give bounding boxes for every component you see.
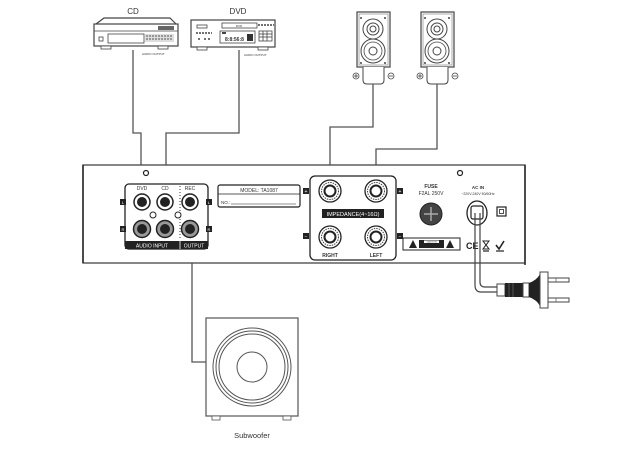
left-speaker	[352, 11, 395, 85]
rca-jack-cd-l[interactable]	[156, 193, 174, 211]
amplifier-back-panel: AUDIO INPUT OUTPUT DVD CD REC L R L R	[82, 164, 526, 265]
power-plug	[496, 271, 570, 309]
terminal-minus-marker-left: −	[305, 234, 308, 240]
left-speaker-cable	[329, 84, 374, 185]
dvd-display: 8:8:56:8	[225, 37, 244, 43]
terminal-right-minus[interactable]	[318, 225, 342, 249]
rca-col-dvd: DVD	[137, 186, 148, 192]
dvd-label: DVD	[230, 7, 247, 16]
impedance-label: IMPEDANCE(4~16Ω)	[327, 212, 380, 218]
rca-marker-r-right: R	[208, 227, 211, 232]
dvd-audio-output-label: AUDIO OUTPUT	[244, 53, 267, 57]
dvd-tray-label: DVD	[236, 24, 243, 28]
cd-label: CD	[127, 7, 139, 16]
check-mark-icon	[495, 240, 505, 252]
cd-cable	[132, 50, 142, 190]
weee-icon	[482, 240, 490, 252]
cd-audio-output-label: AUDIO OUTPUT	[142, 52, 165, 56]
subwoofer: Subwoofer	[205, 317, 299, 440]
ground-screw	[142, 169, 150, 177]
fuse-rating: F2AL 250V	[419, 191, 444, 197]
dvd-player: DVD DVD 8:8:56:8 AUDIO OUTPUT	[190, 7, 276, 57]
terminal-right-plus[interactable]	[318, 179, 342, 203]
fuse-holder[interactable]	[419, 202, 443, 226]
rca-jack-rec-l[interactable]	[181, 193, 199, 211]
speaker-terminals: + − + − IMPEDANCE(4~16Ω) RIGHT LEFT	[303, 175, 403, 261]
dvd-cable	[165, 50, 240, 190]
ac-power-socket[interactable]	[466, 200, 488, 226]
channel-right-label: RIGHT	[322, 253, 338, 259]
ground-screw	[456, 169, 464, 177]
model-plate: MODEL: TA1087 NO.:	[217, 184, 301, 208]
serial-number-label: NO.:	[221, 200, 230, 205]
ac-in-rating: ~220V-240V 50/60Hz	[461, 192, 495, 196]
model-number: MODEL: TA1087	[240, 188, 278, 194]
caution-label: CAUTION	[402, 237, 461, 251]
rca-jack-dvd-r[interactable]	[132, 219, 152, 239]
audio-input-label: AUDIO INPUT	[136, 244, 168, 250]
rca-col-rec: REC	[185, 186, 196, 192]
caution-text: CAUTION	[427, 241, 437, 244]
rca-jack-output-r[interactable]	[180, 219, 200, 239]
cables	[132, 50, 438, 363]
fuse: FUSE F2AL 250V	[419, 184, 444, 226]
rca-marker-l-right: L	[208, 200, 211, 205]
terminal-left-minus[interactable]	[364, 225, 388, 249]
rca-jack-dvd-l[interactable]	[133, 193, 151, 211]
terminal-plus-marker-right: +	[399, 189, 402, 195]
output-label: OUTPUT	[184, 244, 205, 250]
ce-mark: CE	[466, 241, 479, 251]
fuse-label: FUSE	[424, 184, 438, 190]
rca-panel: AUDIO INPUT OUTPUT DVD CD REC L R L R	[120, 183, 212, 250]
power-cord	[474, 213, 497, 293]
subwoofer-label: Subwoofer	[234, 431, 270, 440]
channel-left-label: LEFT	[370, 253, 383, 259]
rca-marker-l-left: L	[122, 200, 125, 205]
rca-marker-r-left: R	[122, 227, 125, 232]
ac-in-label: AC IN	[472, 185, 484, 190]
right-speaker	[416, 11, 459, 85]
subwoofer-cable	[191, 230, 206, 363]
terminal-minus-marker-right: −	[399, 234, 402, 240]
rca-jack-cd-r[interactable]	[155, 219, 175, 239]
rca-col-cd: CD	[161, 186, 169, 192]
cd-player: CD AUDIO OUTPUT	[93, 7, 179, 56]
terminal-left-plus[interactable]	[364, 179, 388, 203]
terminal-plus-marker-left: +	[305, 189, 308, 195]
